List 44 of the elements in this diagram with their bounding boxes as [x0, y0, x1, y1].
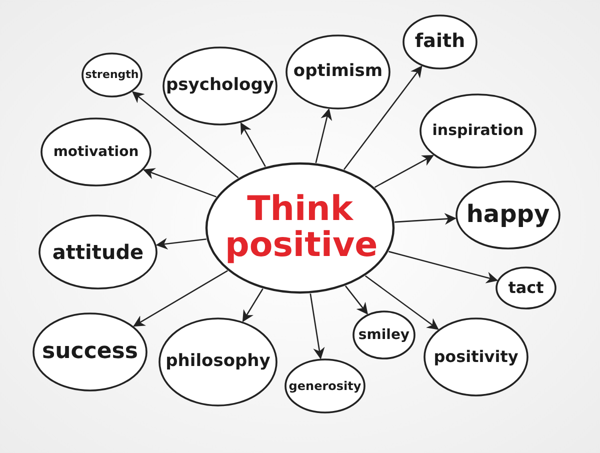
topic-ellipse: [162, 46, 278, 126]
topic-ellipse: [455, 180, 561, 250]
topic-ellipse: [285, 34, 391, 110]
arrow: [143, 168, 216, 198]
topic-label: attitude: [52, 242, 144, 262]
topic-label: faith: [414, 32, 466, 52]
topic-ellipse: [40, 117, 152, 187]
topic-ellipse: [402, 14, 478, 70]
arrow: [132, 91, 239, 178]
topic-label: philosophy: [166, 353, 270, 371]
topic-ellipse: [32, 312, 148, 392]
topic-label: psychology: [166, 77, 274, 95]
topic-label: smiley: [358, 328, 410, 342]
topic-ellipse: [284, 358, 366, 414]
topic-label: success: [42, 340, 138, 364]
arrow: [388, 250, 498, 284]
topic-label: happy: [466, 202, 550, 228]
topic-label: inspiration: [432, 123, 524, 139]
arrow: [156, 238, 206, 250]
arrow: [315, 108, 332, 164]
topic-label: positivity: [434, 348, 518, 366]
topic-label: motivation: [53, 144, 139, 160]
topic-ellipse: [352, 310, 416, 360]
arrow: [374, 154, 434, 188]
arrow: [364, 275, 439, 330]
arrow: [133, 270, 228, 327]
topic-ellipse: [423, 317, 529, 397]
arrow: [394, 213, 456, 225]
topic-ellipse: [495, 266, 557, 310]
arrow: [344, 66, 422, 170]
topic-label: strength: [85, 69, 139, 81]
topic-ellipse: [158, 317, 278, 407]
arrow: [240, 122, 266, 167]
arrow: [310, 294, 325, 360]
central-topic-ellipse: [205, 162, 395, 294]
central-topic-label: Think positive: [225, 192, 375, 264]
topic-ellipse: [81, 52, 143, 98]
arrow: [242, 288, 264, 322]
topic-ellipse: [38, 214, 158, 290]
arrow: [344, 286, 368, 315]
topic-label: optimism: [293, 63, 383, 81]
topic-ellipse: [419, 93, 537, 169]
topic-label: generosity: [288, 380, 362, 392]
topic-label: tact: [508, 280, 544, 296]
